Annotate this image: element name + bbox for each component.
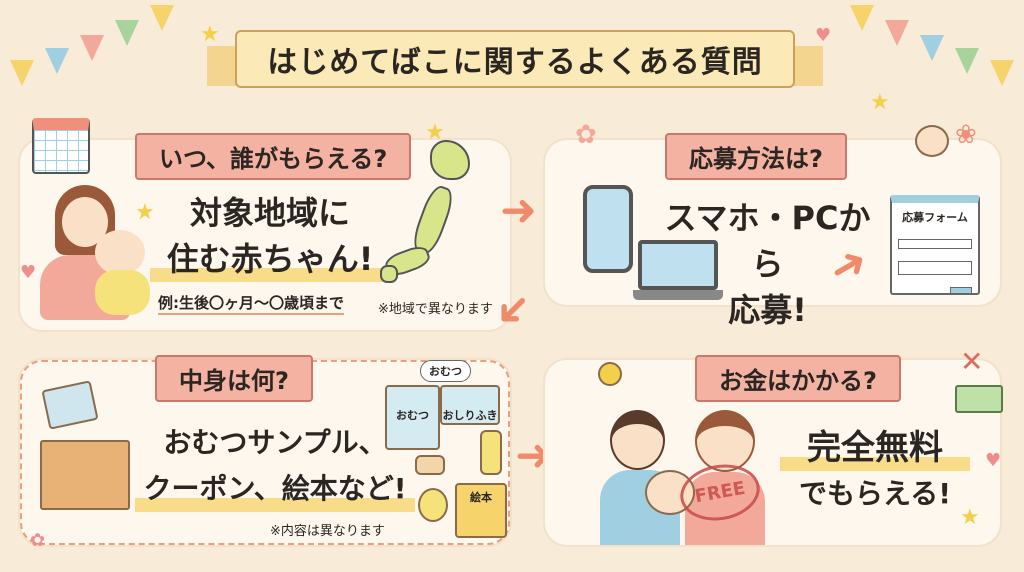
heading-who: いつ、誰がもらえる? bbox=[135, 133, 412, 180]
calendar-icon bbox=[32, 118, 90, 174]
main-text-line2: クーポン、絵本など! bbox=[135, 466, 415, 512]
main-text-line2: 応募! bbox=[728, 291, 807, 329]
page-title: はじめてばこに関するよくある質問 bbox=[207, 30, 823, 88]
star-icon: ★ bbox=[200, 22, 220, 47]
lotion-bottle bbox=[480, 430, 502, 475]
heading-how: 応募方法は? bbox=[665, 133, 847, 180]
main-text-line1: おむつサンプル、 bbox=[163, 426, 387, 459]
parents-baby-illustration bbox=[590, 400, 770, 545]
contents-note: ※内容は異なります bbox=[270, 524, 385, 539]
heading-cost: お金はかかる? bbox=[695, 355, 901, 402]
speech-bubble: おむつ bbox=[420, 360, 471, 382]
gift-box-illustration bbox=[40, 440, 130, 510]
star-icon: ★ bbox=[135, 200, 155, 225]
wipes-package: おしりふき bbox=[440, 385, 500, 425]
star-icon: ★ bbox=[960, 505, 980, 530]
example-text: 例:生後〇ヶ月〜〇歳頃まで bbox=[158, 292, 344, 315]
heart-icon: ♥ bbox=[815, 25, 832, 46]
laptop-icon bbox=[633, 240, 723, 305]
bib-icon bbox=[418, 488, 448, 522]
cream-jar bbox=[415, 455, 445, 475]
baby-face-icon bbox=[915, 125, 949, 157]
main-text-line1: 対象地域に bbox=[189, 194, 350, 232]
heart-icon: ✿ bbox=[30, 530, 46, 551]
main-text-line1: スマホ・PCから bbox=[664, 199, 871, 283]
main-text-line2: でもらえる! bbox=[799, 477, 951, 510]
heart-icon: ♥ bbox=[20, 262, 37, 283]
arrow-right-icon: ➜ bbox=[500, 185, 537, 236]
main-text-line1: 完全無料 bbox=[780, 425, 970, 471]
crossed-coins-icon bbox=[598, 362, 622, 386]
main-text-line2: 住む赤ちゃん! bbox=[150, 236, 390, 282]
heart-icon: ♥ bbox=[985, 450, 1002, 471]
bunting-right bbox=[840, 0, 1024, 110]
heading-what: 中身は何? bbox=[155, 355, 313, 402]
picture-book: 絵本 bbox=[455, 483, 507, 538]
japan-map bbox=[380, 140, 480, 290]
star-icon: ★ bbox=[425, 120, 445, 145]
smartphone-icon bbox=[583, 185, 633, 273]
region-note: ※地域で異なります bbox=[378, 302, 493, 317]
application-form-illustration: 応募フォーム bbox=[890, 195, 980, 295]
form-title: 応募フォーム bbox=[902, 211, 968, 224]
star-icon: ★ bbox=[870, 90, 890, 115]
crossed-money-icon bbox=[955, 385, 1003, 413]
flower-icon: ✿ bbox=[575, 120, 597, 150]
cross-mark-icon: ✕ bbox=[960, 345, 984, 378]
bunting-left bbox=[0, 0, 190, 110]
mother-baby-illustration bbox=[40, 185, 150, 320]
tulip-icon: ❀ bbox=[955, 120, 977, 150]
diaper-package: おむつ bbox=[385, 385, 440, 450]
